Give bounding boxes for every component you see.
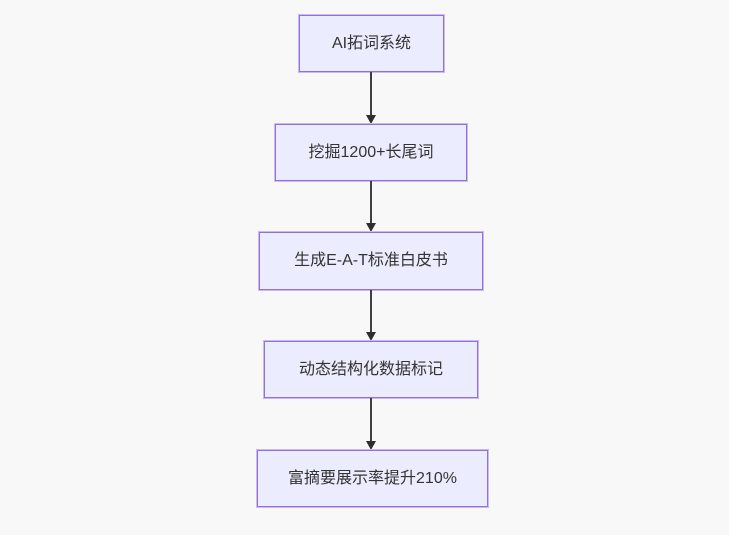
node-label: 动态结构化数据标记 <box>298 360 443 378</box>
flow-node-mine-longtail-keywords: 挖掘1200+长尾词 <box>275 124 467 181</box>
arrowhead-down-icon <box>366 223 376 232</box>
arrowhead-down-icon <box>366 332 376 341</box>
node-label: AI拓词系统 <box>331 34 412 52</box>
edge-line <box>370 398 372 441</box>
node-label: 富摘要展示率提升210% <box>288 469 457 487</box>
node-label: 生成E-A-T标准白皮书 <box>294 252 448 270</box>
node-label: 挖掘1200+长尾词 <box>308 143 434 161</box>
flow-node-ai-word-expansion-system: AI拓词系统 <box>299 15 444 72</box>
flow-node-dynamic-structured-data-markup: 动态结构化数据标记 <box>264 341 478 398</box>
flow-node-rich-snippet-rate-increase: 富摘要展示率提升210% <box>257 450 488 507</box>
edge-n3-n4 <box>366 290 376 341</box>
edge-n1-n2 <box>366 72 376 124</box>
edge-line <box>370 181 372 223</box>
arrowhead-down-icon <box>366 115 376 124</box>
edge-n4-n5 <box>366 398 376 450</box>
arrowhead-down-icon <box>366 441 376 450</box>
edge-line <box>370 290 372 332</box>
edge-line <box>370 72 372 115</box>
flow-node-generate-eat-whitepaper: 生成E-A-T标准白皮书 <box>259 232 483 290</box>
edge-n2-n3 <box>366 181 376 232</box>
